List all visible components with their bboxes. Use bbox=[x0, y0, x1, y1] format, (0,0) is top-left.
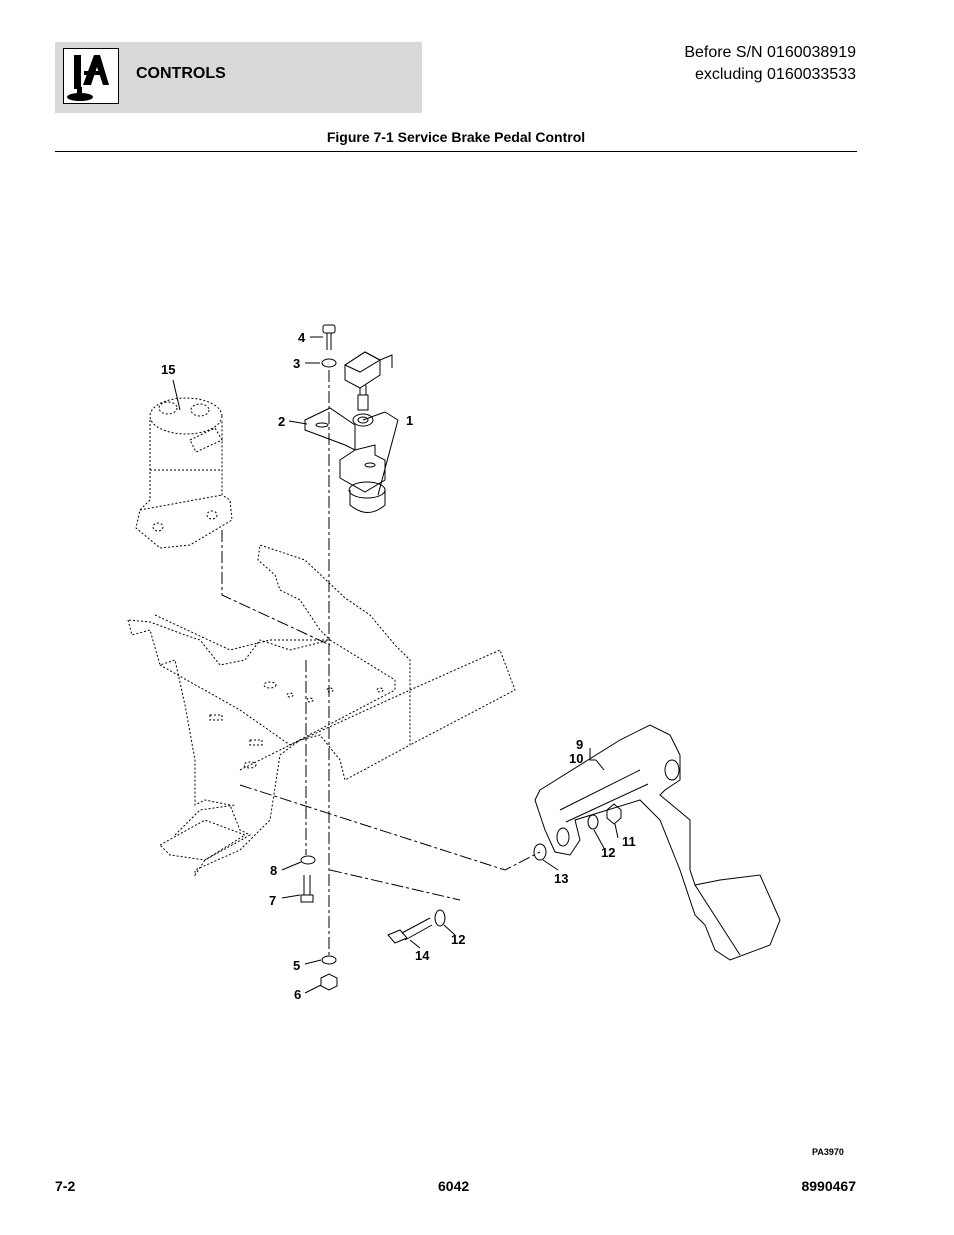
brake-pedal-arm bbox=[534, 724, 781, 961]
callout-8: 8 bbox=[270, 863, 278, 878]
callout-3: 3 bbox=[293, 356, 301, 371]
callout-2: 2 bbox=[278, 414, 286, 429]
serial-line-2: excluding 0160033533 bbox=[694, 66, 856, 83]
callout-11: 11 bbox=[622, 834, 636, 849]
fasteners bbox=[300, 324, 622, 991]
callout-4: 4 bbox=[298, 330, 306, 345]
callout-13: 13 bbox=[554, 871, 569, 886]
brake-light-switch bbox=[343, 351, 393, 513]
header-rule bbox=[55, 151, 857, 152]
callout-6: 6 bbox=[294, 987, 302, 1002]
callout-7: 7 bbox=[269, 893, 277, 908]
pedal-bracket-frame bbox=[127, 544, 516, 877]
footer-page-number: 7-2 bbox=[55, 1178, 76, 1194]
footer-model: 6042 bbox=[438, 1178, 470, 1194]
callout-12-bolt: 12 bbox=[451, 932, 466, 947]
callout-5: 5 bbox=[293, 958, 301, 973]
callout-15: 15 bbox=[161, 362, 176, 377]
section-title: CONTROLS bbox=[136, 65, 226, 82]
switch-bracket bbox=[304, 407, 386, 493]
serial-range: Before S/N 0160038919 excluding 01600335… bbox=[684, 42, 856, 86]
figure-reference: PA3970 bbox=[812, 1147, 844, 1157]
footer-part-number: 8990467 bbox=[801, 1178, 856, 1194]
figure-title: Figure 7-1 Service Brake Pedal Control bbox=[326, 129, 586, 145]
master-cylinder bbox=[135, 397, 233, 549]
callout-12-pedal: 12 bbox=[601, 845, 616, 860]
callout-1: 1 bbox=[406, 413, 414, 428]
callout-9: 9 bbox=[576, 737, 584, 752]
callout-leaders bbox=[172, 336, 619, 994]
controls-logo-icon bbox=[63, 48, 119, 104]
serial-line-1: Before S/N 0160038919 bbox=[684, 44, 856, 61]
callout-10: 10 bbox=[569, 751, 584, 766]
assembly-centerlines bbox=[221, 370, 541, 955]
callout-14: 14 bbox=[415, 948, 430, 963]
